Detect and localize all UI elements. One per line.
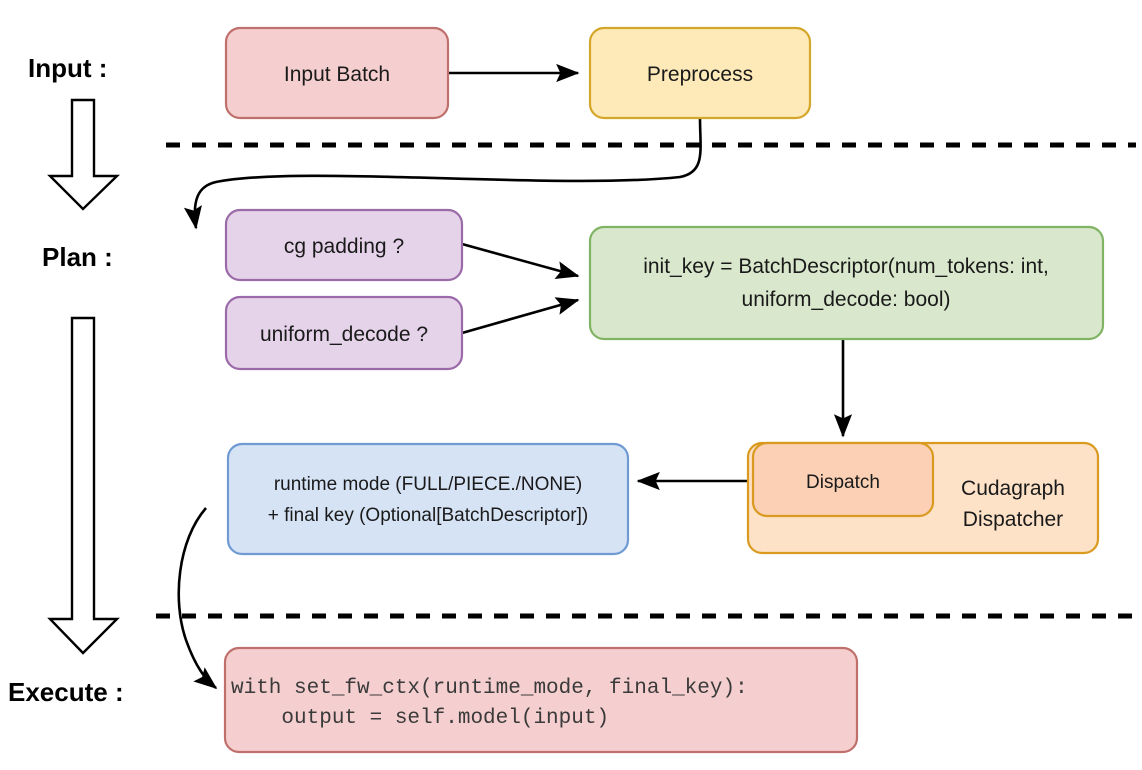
node-init-key-label-line2: uniform_decode: bool)	[742, 288, 951, 311]
node-cg-padding-label: cg padding ?	[284, 235, 404, 258]
node-preprocess-label: Preprocess	[647, 63, 753, 86]
node-input-batch[interactable]: Input Batch	[224, 26, 450, 120]
node-runtime-mode-label-line2: + final key (Optional[BatchDescriptor])	[268, 505, 589, 526]
node-dispatch[interactable]: Dispatch	[751, 441, 935, 518]
node-dispatch-label: Dispatch	[806, 472, 880, 493]
node-input-batch-label: Input Batch	[284, 63, 390, 86]
node-runtime-mode-shape[interactable]	[226, 442, 630, 556]
node-preprocess-shape[interactable]	[588, 26, 812, 120]
stage-label-execute: Execute :	[8, 677, 124, 707]
node-uniform-decode-shape[interactable]	[224, 295, 464, 371]
node-init-key-label-line1: init_key = BatchDescriptor(num_tokens: i…	[643, 255, 1049, 278]
node-init-key[interactable]: init_key = BatchDescriptor(num_tokens: i…	[588, 225, 1105, 341]
node-uniform-decode[interactable]: uniform_decode ?	[224, 295, 464, 371]
diagram-edges	[177, 63, 853, 690]
node-execute-code-shape[interactable]	[223, 646, 859, 754]
edge-runtime-mode-to-execute-code	[177, 507, 218, 690]
stage-flow-arrows	[47, 98, 120, 655]
node-preprocess[interactable]: Preprocess	[588, 26, 812, 120]
node-cg-padding-shape[interactable]	[224, 208, 464, 282]
stage-label-input: Input :	[28, 53, 107, 83]
node-cudagraph-dispatcher-label-line1: Cudagraph	[961, 477, 1065, 500]
plan-to-execute-arrow	[47, 316, 120, 655]
node-dispatch-shape[interactable]	[751, 441, 935, 518]
edge-cg-padding-to-init-key	[461, 242, 580, 279]
node-runtime-mode[interactable]: runtime mode (FULL/PIECE./NONE) + final …	[226, 442, 630, 556]
node-runtime-mode-label-line1: runtime mode (FULL/PIECE./NONE)	[274, 474, 582, 495]
node-input-batch-shape[interactable]	[224, 26, 450, 120]
node-init-key-shape[interactable]	[588, 225, 1105, 341]
node-execute-code[interactable]: with set_fw_ctx(runtime_mode, final_key)…	[223, 646, 859, 754]
node-execute-code-line2: output = self.model(input)	[231, 707, 609, 730]
edge-uniform-decode-to-init-key	[461, 297, 580, 335]
node-cg-padding[interactable]: cg padding ?	[224, 208, 464, 282]
input-to-plan-arrow	[47, 98, 120, 211]
stage-dividers	[156, 142, 1136, 619]
stage-labels: Input : Plan : Execute :	[8, 53, 124, 707]
edge-preprocess-to-plan	[183, 117, 702, 230]
node-cudagraph-dispatcher-label-line2: Dispatcher	[963, 508, 1063, 531]
node-uniform-decode-label: uniform_decode ?	[260, 323, 428, 346]
stage-label-plan: Plan :	[42, 242, 113, 272]
node-execute-code-line1: with set_fw_ctx(runtime_mode, final_key)…	[231, 677, 748, 700]
